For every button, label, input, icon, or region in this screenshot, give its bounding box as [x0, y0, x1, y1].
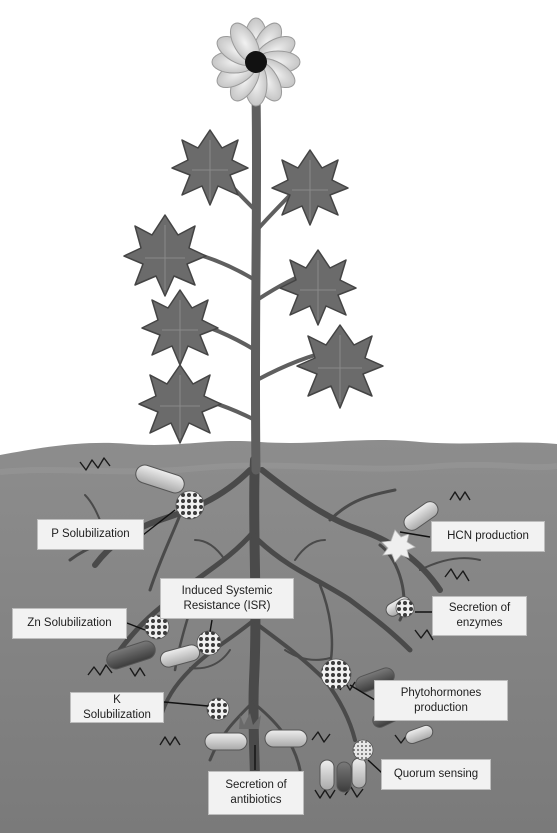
label-phytohormones: Phytohormones production — [374, 680, 508, 721]
label-hcn-production: HCN production — [431, 521, 545, 552]
label-p-solubilization: P Solubilization — [37, 519, 144, 550]
label-k-solubilization: K Solubilization — [70, 692, 164, 723]
label-isr: Induced Systemic Resistance (ISR) — [160, 578, 294, 619]
label-quorum-sensing: Quorum sensing — [381, 759, 491, 790]
label-zn-solubilization: Zn Solubilization — [12, 608, 127, 639]
label-secretion-antibiotics: Secretion of antibiotics — [208, 771, 304, 815]
label-secretion-enzymes: Secretion of enzymes — [432, 596, 527, 636]
flower — [212, 18, 300, 106]
stem — [255, 95, 256, 470]
